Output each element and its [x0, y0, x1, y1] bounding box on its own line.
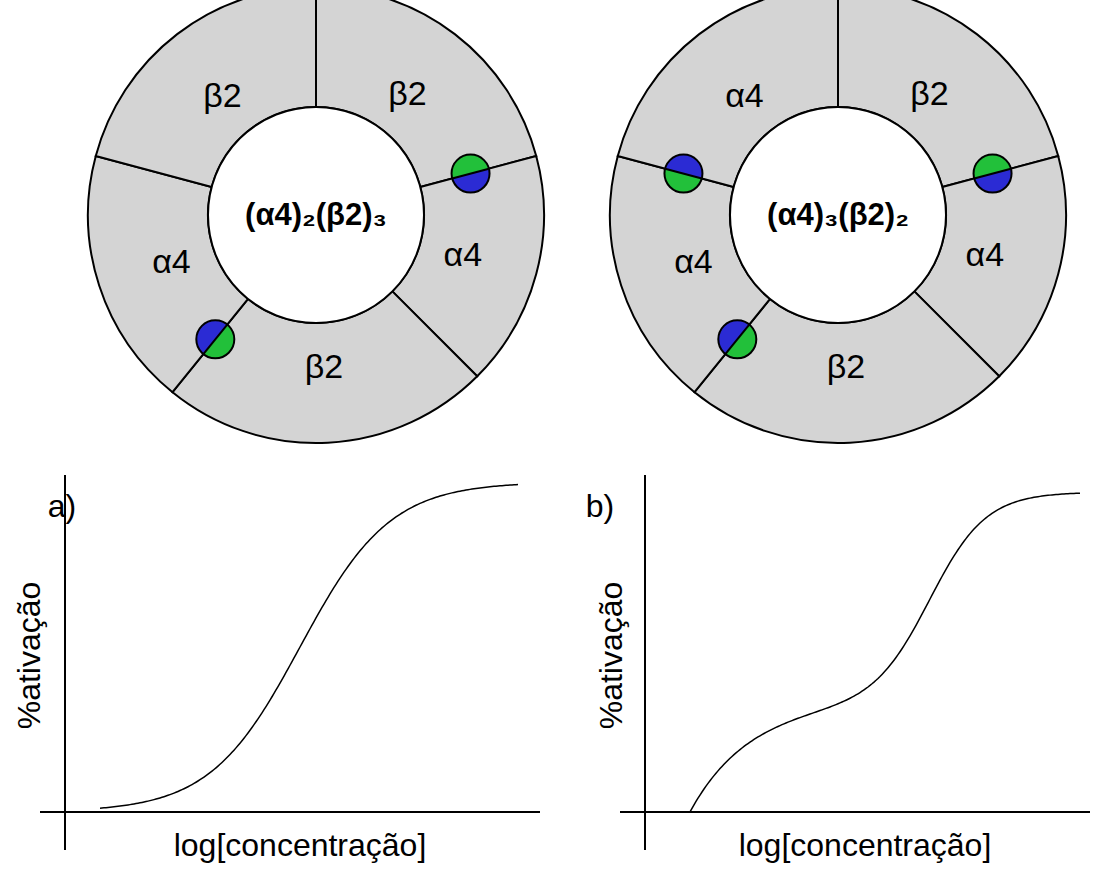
node-text: (α4)₂(β2)₃: [245, 197, 387, 233]
stoichiometry-label: (α4)₃(β2)₂: [767, 197, 909, 233]
axis-label: log[concentração]: [739, 827, 992, 864]
axis-label: %ativação: [12, 581, 49, 729]
axis-label: log[concentração]: [174, 827, 427, 864]
subunit-label: α4: [725, 76, 764, 115]
node-text: β2: [388, 74, 426, 113]
node-text: (α4)₃(β2)₂: [767, 197, 909, 233]
subunit-label: β2: [910, 74, 948, 113]
subunit-label: α4: [966, 235, 1005, 274]
dose-response-curve: [690, 493, 1080, 812]
node-text: β2: [910, 74, 948, 113]
node-text: α4: [674, 242, 713, 281]
subunit-label: α4: [444, 235, 483, 274]
subunit-label: β2: [388, 74, 426, 113]
channel-pore: [208, 107, 424, 323]
binding-site: [664, 155, 702, 193]
panel-letter: a): [48, 488, 76, 525]
subunit-label: β2: [305, 347, 343, 386]
channel-pore: [730, 107, 946, 323]
y-axis: [644, 475, 646, 850]
node-text: β2: [305, 347, 343, 386]
subunit-label: α4: [674, 242, 713, 281]
receptor-ring: [610, 0, 1066, 443]
binding-site: [974, 155, 1012, 193]
node-text: β2: [203, 76, 241, 115]
subunit-label: β2: [827, 347, 865, 386]
panel-letter: b): [586, 488, 614, 525]
node-text: β2: [827, 347, 865, 386]
node-text: α4: [966, 235, 1005, 274]
receptor-ring: [88, 0, 544, 443]
dose-response-curve: [100, 485, 518, 809]
stoichiometry-label: (α4)₂(β2)₃: [245, 197, 387, 233]
axis-label: %ativação: [593, 581, 630, 729]
label-text: %ativação: [593, 581, 630, 729]
binding-site: [452, 155, 490, 193]
subunit-label: α4: [152, 242, 191, 281]
label-text: %ativação: [12, 581, 49, 729]
node-text: α4: [725, 76, 764, 115]
y-axis: [64, 475, 66, 850]
label-text: a): [48, 488, 76, 525]
label-text: b): [586, 488, 614, 525]
label-text: log[concentração]: [739, 827, 992, 864]
binding-site: [196, 320, 234, 358]
node-text: α4: [152, 242, 191, 281]
label-text: log[concentração]: [174, 827, 427, 864]
subunit-label: β2: [203, 76, 241, 115]
x-axis: [40, 811, 540, 813]
node-text: α4: [444, 235, 483, 274]
binding-site: [718, 320, 756, 358]
